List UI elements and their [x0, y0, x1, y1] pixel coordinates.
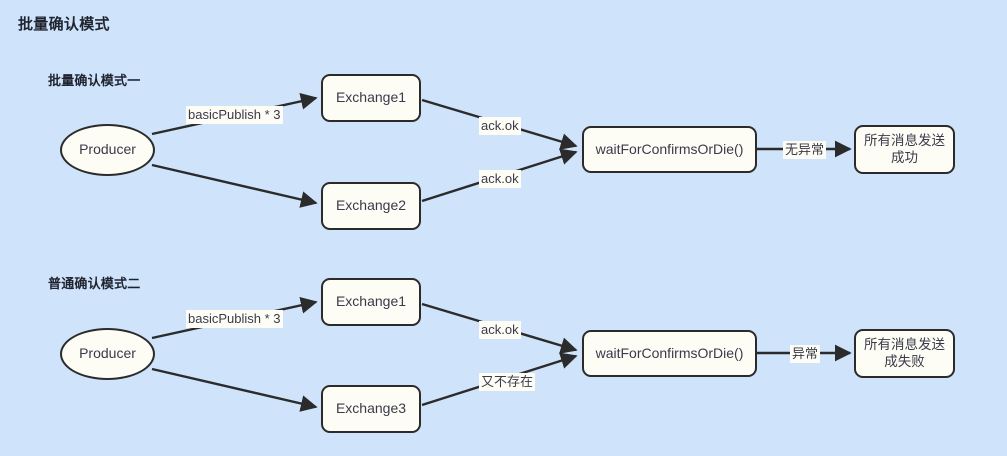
node-exchange3-s2[interactable]: Exchange3 [321, 385, 421, 433]
node-label-line1: 所有消息发送 [864, 336, 945, 352]
edge-label-basic-publish-s2: basicPublish * 3 [186, 310, 283, 328]
node-exchange1-s1[interactable]: Exchange1 [321, 74, 421, 122]
node-label: waitForConfirmsOrDie() [595, 140, 744, 157]
node-label: Exchange1 [335, 89, 407, 106]
edge-label-basic-publish-s1: basicPublish * 3 [186, 106, 283, 124]
node-result-s2[interactable]: 所有消息发送 成失败 [854, 329, 955, 378]
node-exchange1-s2[interactable]: Exchange1 [321, 278, 421, 326]
node-label: Producer [79, 345, 136, 362]
node-label-line2: 成功 [891, 149, 918, 165]
edge-label-outcome-s2: 异常 [790, 345, 821, 363]
node-label-line1: 所有消息发送 [864, 132, 945, 148]
node-label: Exchange2 [335, 197, 407, 214]
node-label: waitForConfirmsOrDie() [595, 344, 744, 361]
node-result-s1[interactable]: 所有消息发送 成功 [854, 125, 955, 174]
edge-label-ack-bottom-s1: ack.ok [479, 170, 521, 188]
node-label: Producer [79, 141, 136, 158]
edge-label-not-exist-s2: 又不存在 [479, 373, 536, 391]
section-title-2: 普通确认模式二 [48, 276, 141, 291]
node-label: Exchange3 [335, 400, 407, 417]
node-label: Exchange1 [335, 293, 407, 310]
node-producer-s2[interactable]: Producer [60, 328, 155, 380]
node-exchange2-s1[interactable]: Exchange2 [321, 182, 421, 230]
node-producer-s1[interactable]: Producer [60, 124, 155, 176]
node-label-line2: 成失败 [884, 353, 925, 369]
edge-label-ack-top-s1: ack.ok [479, 117, 521, 135]
edge-producer-to-exchange3-s2 [151, 367, 318, 412]
node-wait-for-confirms-s2[interactable]: waitForConfirmsOrDie() [582, 330, 757, 377]
section-title-1: 批量确认模式一 [48, 73, 141, 88]
edge-producer-to-exchange2-s1 [151, 163, 318, 208]
edge-label-outcome-s1: 无异常 [783, 141, 827, 159]
page-title: 批量确认模式 [18, 16, 110, 33]
edge-label-ack-top-s2: ack.ok [479, 321, 521, 339]
node-wait-for-confirms-s1[interactable]: waitForConfirmsOrDie() [582, 126, 757, 173]
